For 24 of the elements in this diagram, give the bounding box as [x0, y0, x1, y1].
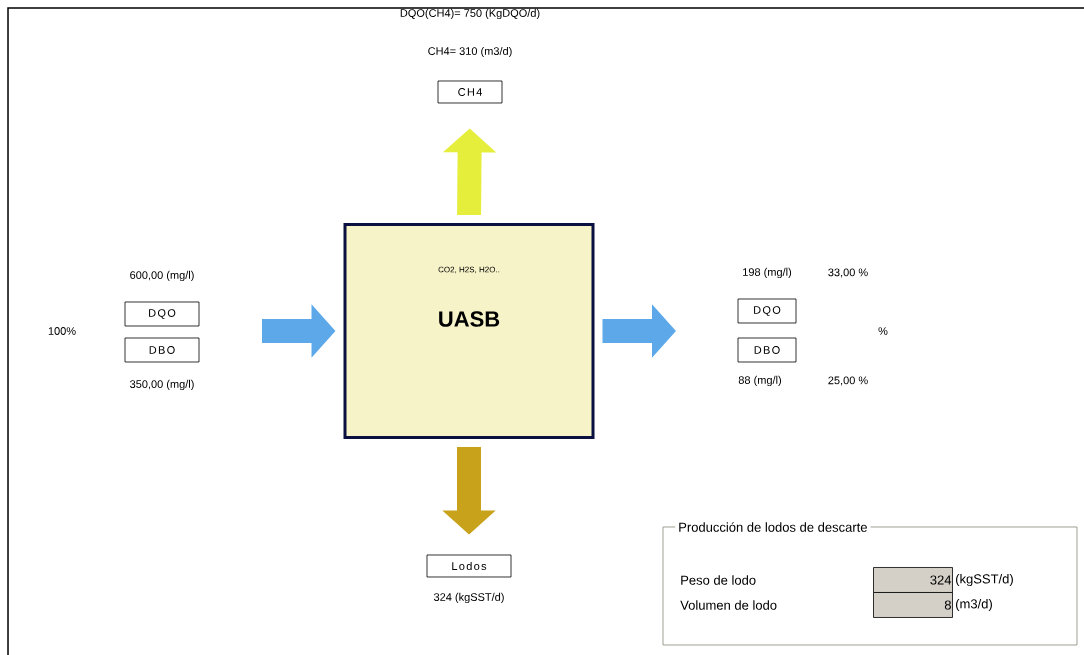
label-box: DBO [737, 337, 797, 363]
value-text: (m3/d) [956, 598, 992, 612]
value-text: (kgSST/d) [956, 573, 1013, 587]
value-text: 88 (mg/l) [738, 375, 781, 387]
label-text: Peso de lodo [681, 575, 756, 585]
label-text: Volumen de lodo [680, 600, 777, 610]
label-text: 33,00 % [828, 268, 868, 278]
label-box: DBO [124, 337, 200, 363]
label-box: Lodos [426, 554, 512, 578]
value-text: 350,00 (mg/l) [130, 379, 194, 391]
value-text: 324 (kgSST/d) [433, 592, 504, 604]
label-box: DQO [124, 301, 200, 327]
label-box: DQO [737, 298, 797, 324]
value-text: CH4= 310 (m3/d) [428, 46, 512, 58]
value-text: 198 (mg/l) [743, 267, 792, 279]
label-box: CH4 [437, 80, 503, 104]
value-text: 600,00 (mg/l) [130, 270, 194, 282]
label-text: 100% [48, 327, 76, 335]
label-text: % [878, 327, 888, 335]
value-text: DQO(CH4)= 750 (KgDQO/d) [400, 8, 540, 20]
value-field: 8 [873, 592, 953, 618]
value-field: 324 [873, 567, 953, 593]
label-text: 25,00 % [828, 376, 868, 386]
reactor-box: CO2, H2S, H2O.. UASB [343, 223, 595, 439]
